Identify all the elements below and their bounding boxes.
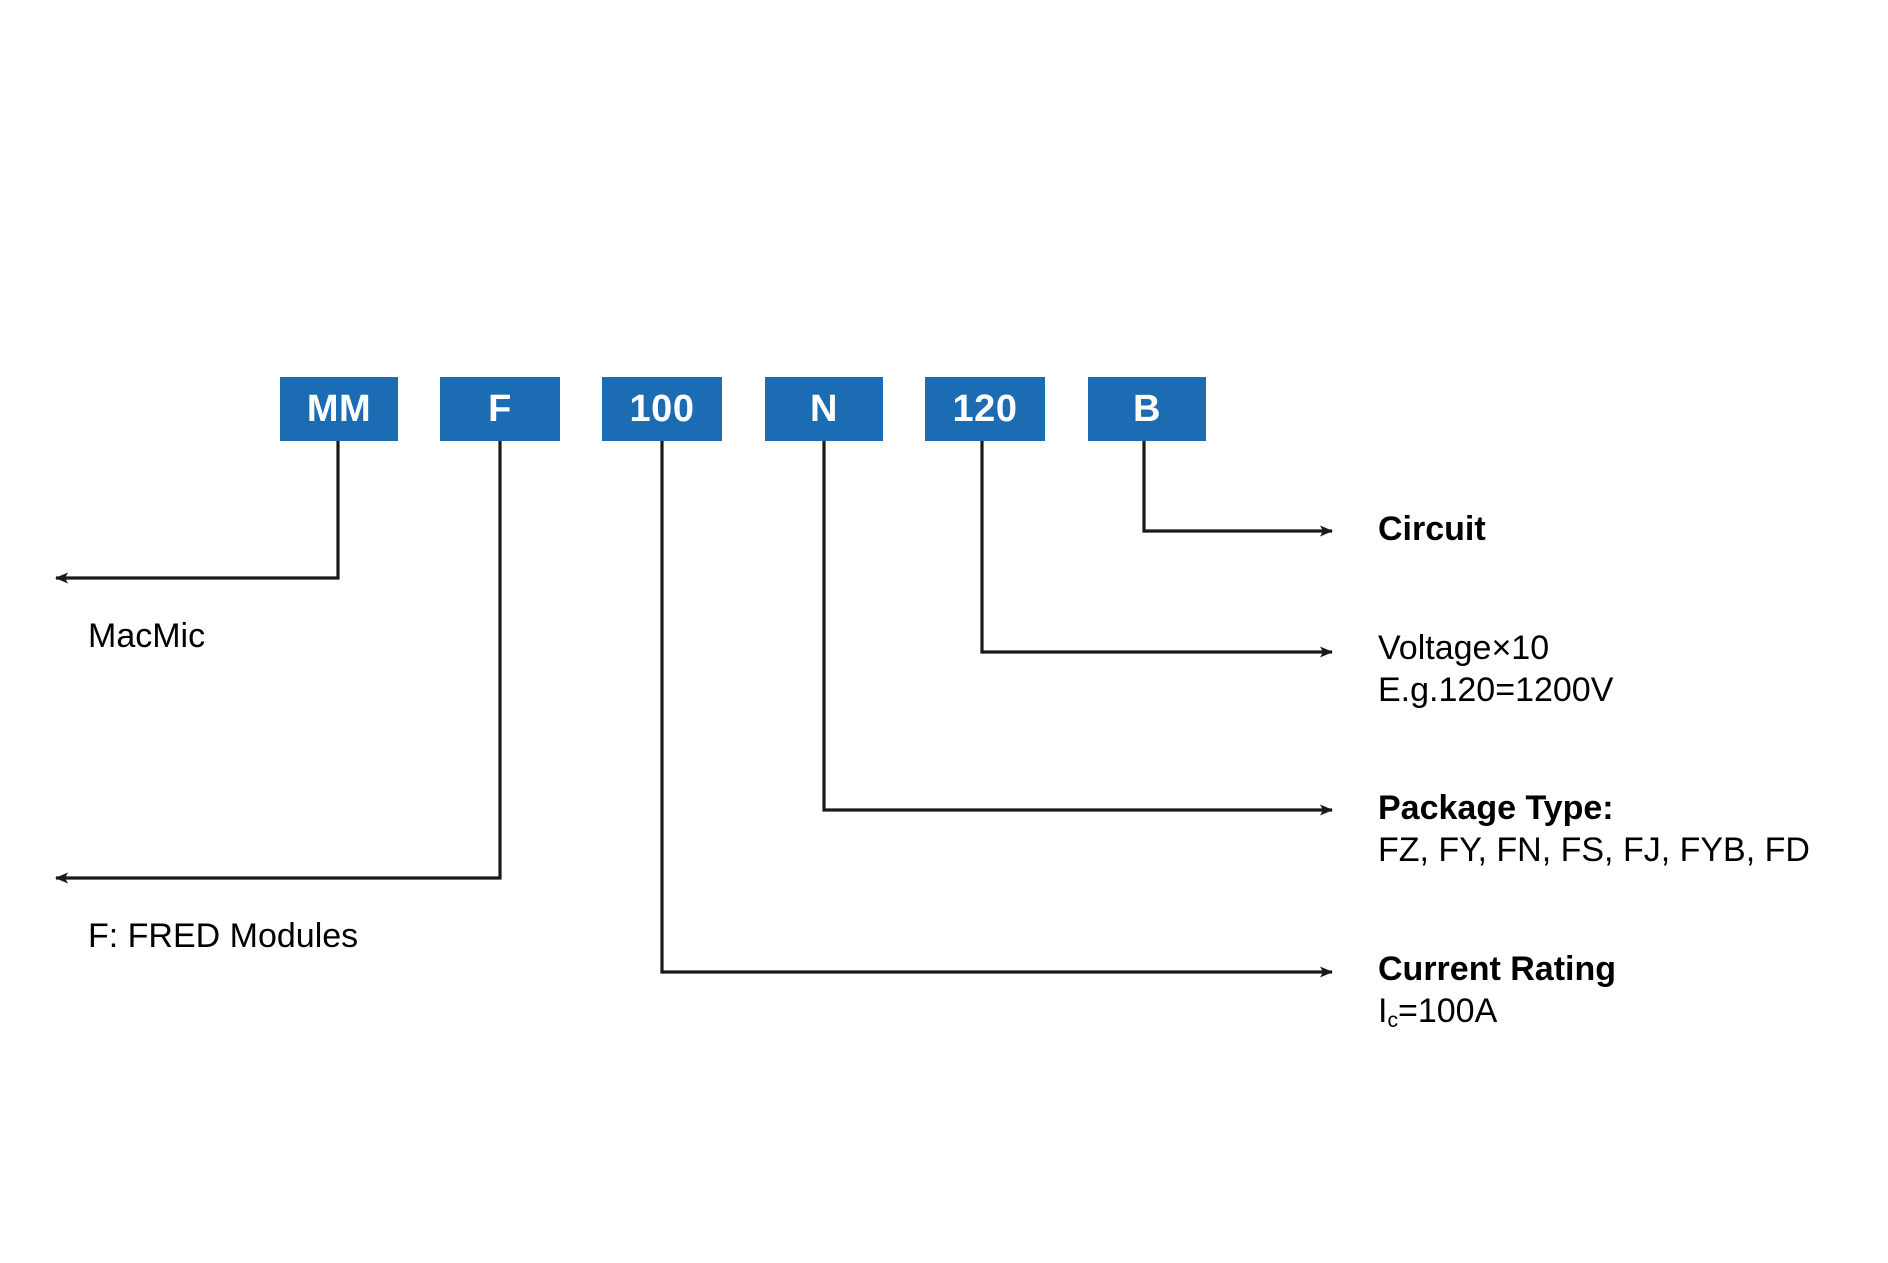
- code-box-current-label: 100: [629, 388, 695, 430]
- callout-family-text: F: FRED Modules: [88, 917, 359, 955]
- code-box-circuit[interactable]: B: [1088, 377, 1206, 441]
- code-box-current[interactable]: 100: [602, 377, 722, 441]
- connector-current: [660, 441, 1333, 978]
- code-box-manufacturer-label: MM: [306, 388, 372, 430]
- callout-current-subscript: c: [1387, 1009, 1398, 1033]
- callout-package-title: Package Type:: [1378, 789, 1614, 827]
- callout-current-title: Current Rating: [1378, 950, 1616, 988]
- connector-family: [55, 441, 502, 884]
- code-box-package-label: N: [810, 388, 838, 430]
- callout-voltage: Voltage×10 E.g.120=1200V: [1378, 627, 1613, 711]
- callout-voltage-title: Voltage×10: [1378, 629, 1550, 667]
- callout-current-symbol: I: [1378, 992, 1388, 1030]
- callout-family: F: FRED Modules: [88, 915, 358, 957]
- code-box-voltage[interactable]: 120: [925, 377, 1045, 441]
- callout-circuit: Circuit: [1378, 508, 1486, 550]
- code-box-manufacturer[interactable]: MM: [280, 377, 398, 441]
- callout-current-value: =100A: [1398, 992, 1498, 1030]
- connector-manufacturer: [55, 441, 340, 584]
- callout-current: Current Rating Ic=100A: [1378, 948, 1616, 1037]
- code-box-family[interactable]: F: [440, 377, 560, 441]
- callout-voltage-subtitle: E.g.120=1200V: [1378, 671, 1614, 709]
- code-box-package[interactable]: N: [765, 377, 883, 441]
- callout-package: Package Type: FZ, FY, FN, FS, FJ, FYB, F…: [1378, 787, 1810, 871]
- connector-voltage: [980, 441, 1333, 658]
- code-box-voltage-label: 120: [952, 388, 1018, 430]
- callout-circuit-title: Circuit: [1378, 510, 1486, 548]
- connector-circuit: [1142, 441, 1333, 537]
- code-box-circuit-label: B: [1133, 388, 1161, 430]
- callout-package-subtitle: FZ, FY, FN, FS, FJ, FYB, FD: [1378, 831, 1810, 869]
- callout-manufacturer: MacMic: [88, 615, 205, 657]
- callout-manufacturer-text: MacMic: [88, 617, 206, 655]
- code-box-family-label: F: [488, 388, 512, 430]
- connector-package: [822, 441, 1333, 816]
- callout-current-subtitle: Ic=100A: [1378, 990, 1616, 1037]
